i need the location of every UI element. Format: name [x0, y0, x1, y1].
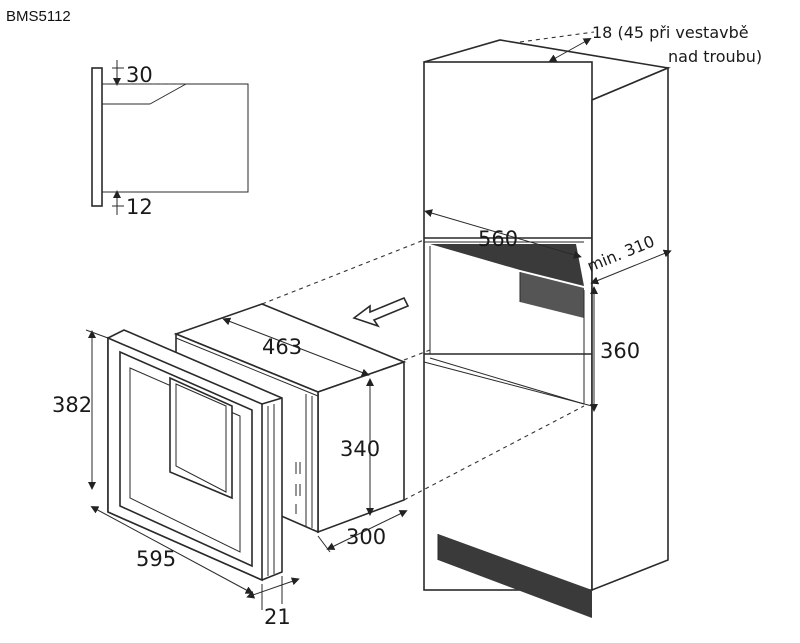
frame-height-dim: 382: [52, 329, 109, 490]
unit-depth-dim: 300: [317, 510, 408, 553]
frame-width-dim: 595: [90, 506, 254, 594]
unit-width-dim: 463: [222, 317, 370, 377]
cabinet-front: [423, 61, 593, 591]
dim-unit-height: 340: [340, 437, 380, 461]
clearance-label-line1: 18 (45 při vestavbě: [592, 23, 749, 42]
niche-height-dim: 360: [590, 286, 640, 412]
clearance-label-line2: nad troubu): [668, 47, 762, 66]
dim-frame-depth: 21: [264, 605, 291, 629]
side-section-detail: 30 12: [91, 60, 249, 219]
cabinet-plinth: [438, 534, 592, 618]
dim-frame-width: 595: [136, 547, 176, 571]
dim-unit-width: 463: [262, 335, 302, 359]
frame-window: [169, 376, 233, 500]
appliance-outline: [101, 83, 249, 193]
insert-direction-arrow: [352, 296, 410, 328]
cabinet-wall: [91, 67, 103, 207]
dim-frame-height: 382: [52, 393, 92, 417]
dim-panel-top: 30: [126, 63, 153, 87]
frame-depth-dim: 21: [246, 576, 300, 629]
projection-lines: [261, 239, 585, 501]
top-clearance-dim: 18 (45 při vestavbě nad troubu): [519, 23, 762, 66]
tall-cabinet: [423, 39, 671, 618]
dim-panel-bottom: 12: [126, 195, 153, 219]
unit-height-dim: 340: [340, 378, 380, 516]
cabinet-side: [591, 66, 669, 592]
dim-niche-width: 560: [478, 227, 518, 251]
niche-width-dim: 560: [424, 209, 582, 259]
dim-niche-height: 360: [600, 339, 640, 363]
niche-back-shadow: [520, 272, 584, 318]
dim-unit-depth: 300: [346, 525, 386, 549]
model-label: BMS5112: [6, 8, 71, 25]
